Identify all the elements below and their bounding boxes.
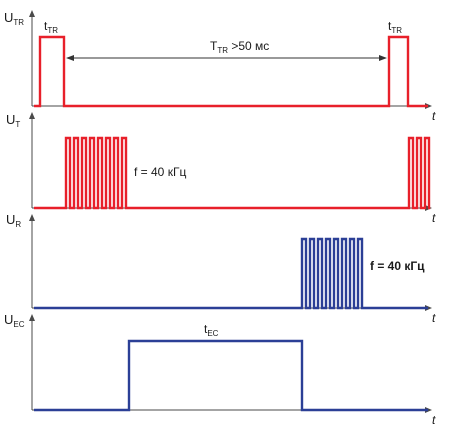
utr-time-axis-arrow bbox=[425, 103, 432, 109]
uec-signal-label: UEC bbox=[4, 312, 25, 329]
uec-waveform bbox=[34, 339, 428, 412]
uec-time-label: t bbox=[432, 413, 436, 427]
ur-time-axis-arrow bbox=[425, 305, 432, 311]
ut-vertical-axis-arrow bbox=[29, 112, 35, 119]
ut-time-label: t bbox=[432, 211, 436, 225]
utr-waveform bbox=[34, 35, 428, 108]
ur-time-label: t bbox=[432, 311, 436, 325]
utr-pulse-width-label-1: tTR bbox=[44, 19, 58, 35]
ur-vertical-axis-arrow bbox=[29, 214, 35, 221]
ut-signal-label: UT bbox=[6, 112, 20, 129]
channel-utr: t UTR tTR tTR TTR >50 мс bbox=[4, 10, 436, 123]
channel-uec: t UEC tEC bbox=[4, 312, 436, 427]
utr-time-label: t bbox=[432, 109, 436, 123]
channel-ut: t UT f = 40 кГц bbox=[6, 112, 436, 225]
uec-time-axis-arrow bbox=[425, 407, 432, 413]
utr-period-arrow-left bbox=[66, 55, 74, 61]
utr-period-label: TTR >50 мс bbox=[210, 39, 269, 55]
ut-waveform bbox=[34, 136, 431, 210]
ur-signal-label: UR bbox=[6, 212, 21, 229]
uec-vertical-axis-arrow bbox=[29, 314, 35, 321]
utr-signal-label: UTR bbox=[4, 10, 24, 27]
utr-pulse-width-label-2: tTR bbox=[388, 19, 402, 35]
utr-vertical-axis-arrow bbox=[29, 10, 35, 17]
ur-frequency-label: f = 40 кГц bbox=[370, 259, 425, 273]
utr-period-arrow-right bbox=[379, 55, 387, 61]
channel-ur: t UR f = 40 кГц bbox=[6, 212, 436, 325]
ut-frequency-label: f = 40 кГц bbox=[134, 165, 186, 179]
uec-pulse-width-label: tEC bbox=[204, 322, 219, 338]
ur-waveform bbox=[34, 237, 428, 310]
